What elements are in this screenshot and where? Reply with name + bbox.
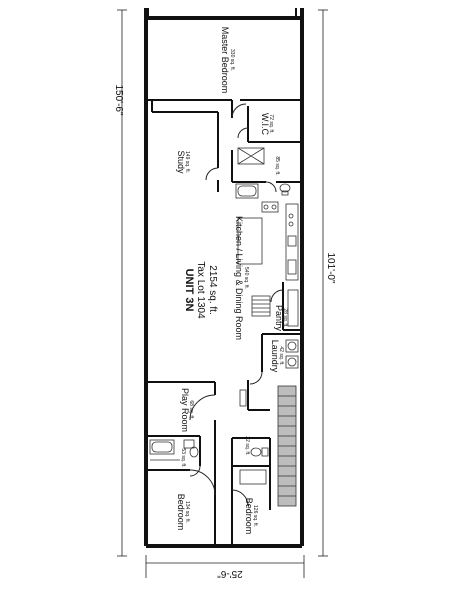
dimension-right: 101'-0"	[318, 9, 336, 557]
doors	[189, 103, 284, 507]
bedroom-right-label: Bedroom	[244, 498, 254, 535]
unit-name: UNIT 3N	[183, 269, 195, 312]
dimension-left: 150'-6"	[113, 9, 127, 557]
powder-size: 22 sq. ft.	[244, 436, 250, 455]
laundry-label: Laundry	[270, 340, 280, 373]
kitchen-label: Kitchen / Living & Dining Room	[234, 216, 244, 340]
exterior-walls	[144, 8, 304, 548]
master-bedroom-size: 330 sq. ft.	[229, 49, 235, 71]
kitchen-size: 540 sq. ft.	[243, 267, 249, 289]
study-label: Study	[176, 150, 186, 174]
dimension-left-label: 150'-6"	[113, 84, 124, 115]
room-wic: W.I.C 72 sq. ft.	[260, 113, 274, 135]
unit-info: UNIT 3N Tax Lot 1304 2154 sq. ft.	[183, 261, 218, 319]
dimension-right-label: 101'-0"	[325, 252, 336, 283]
play-room-size: 68 sq. ft.	[188, 400, 194, 419]
wic-label: W.I.C	[260, 113, 270, 135]
room-laundry: Laundry 42 sq. ft.	[270, 340, 284, 373]
stairs	[251, 295, 297, 507]
bedroom-left-label: Bedroom	[176, 494, 186, 531]
room-study: Study 149 sq. ft.	[176, 150, 190, 174]
unit-tax-lot: Tax Lot 1304	[195, 261, 206, 319]
dimension-bottom: 25'-6"	[145, 555, 305, 579]
room-bedroom-left: Bedroom 134 sq. ft.	[176, 494, 190, 531]
dimension-bottom-label: 25'-6"	[217, 568, 243, 579]
play-room-label: Play Room	[180, 388, 190, 432]
unit-area: 2154 sq. ft.	[207, 265, 218, 314]
room-powder: 22 sq. ft.	[244, 436, 250, 455]
hall-bath-size: 53 sq. ft.	[180, 448, 186, 467]
room-bedroom-right: Bedroom 126 sq. ft.	[244, 498, 258, 535]
master-bedroom-label: Master Bedroom	[220, 27, 230, 94]
wic-size: 72 sq. ft.	[268, 114, 274, 133]
laundry-size: 42 sq. ft.	[278, 346, 284, 365]
room-play-room: Play Room 68 sq. ft.	[180, 388, 194, 432]
fixtures	[149, 147, 299, 485]
room-master-bedroom: Master Bedroom 330 sq. ft.	[220, 27, 235, 94]
interior-walls	[146, 99, 300, 546]
pantry-label: Pantry	[274, 305, 284, 332]
pantry-size: 28 sq. ft.	[282, 308, 288, 327]
bedroom-left-size: 134 sq. ft.	[184, 501, 190, 523]
room-pantry: Pantry 28 sq. ft.	[274, 305, 288, 332]
room-hall-bath: 53 sq. ft.	[180, 448, 186, 467]
room-kitchen-living-dining: Kitchen / Living & Dining Room 540 sq. f…	[234, 216, 249, 340]
master-bath-size: 85 sq. ft.	[274, 156, 280, 175]
study-size: 149 sq. ft.	[184, 151, 190, 173]
bedroom-right-size: 126 sq. ft.	[252, 505, 258, 527]
room-master-bath: 85 sq. ft.	[274, 156, 280, 175]
